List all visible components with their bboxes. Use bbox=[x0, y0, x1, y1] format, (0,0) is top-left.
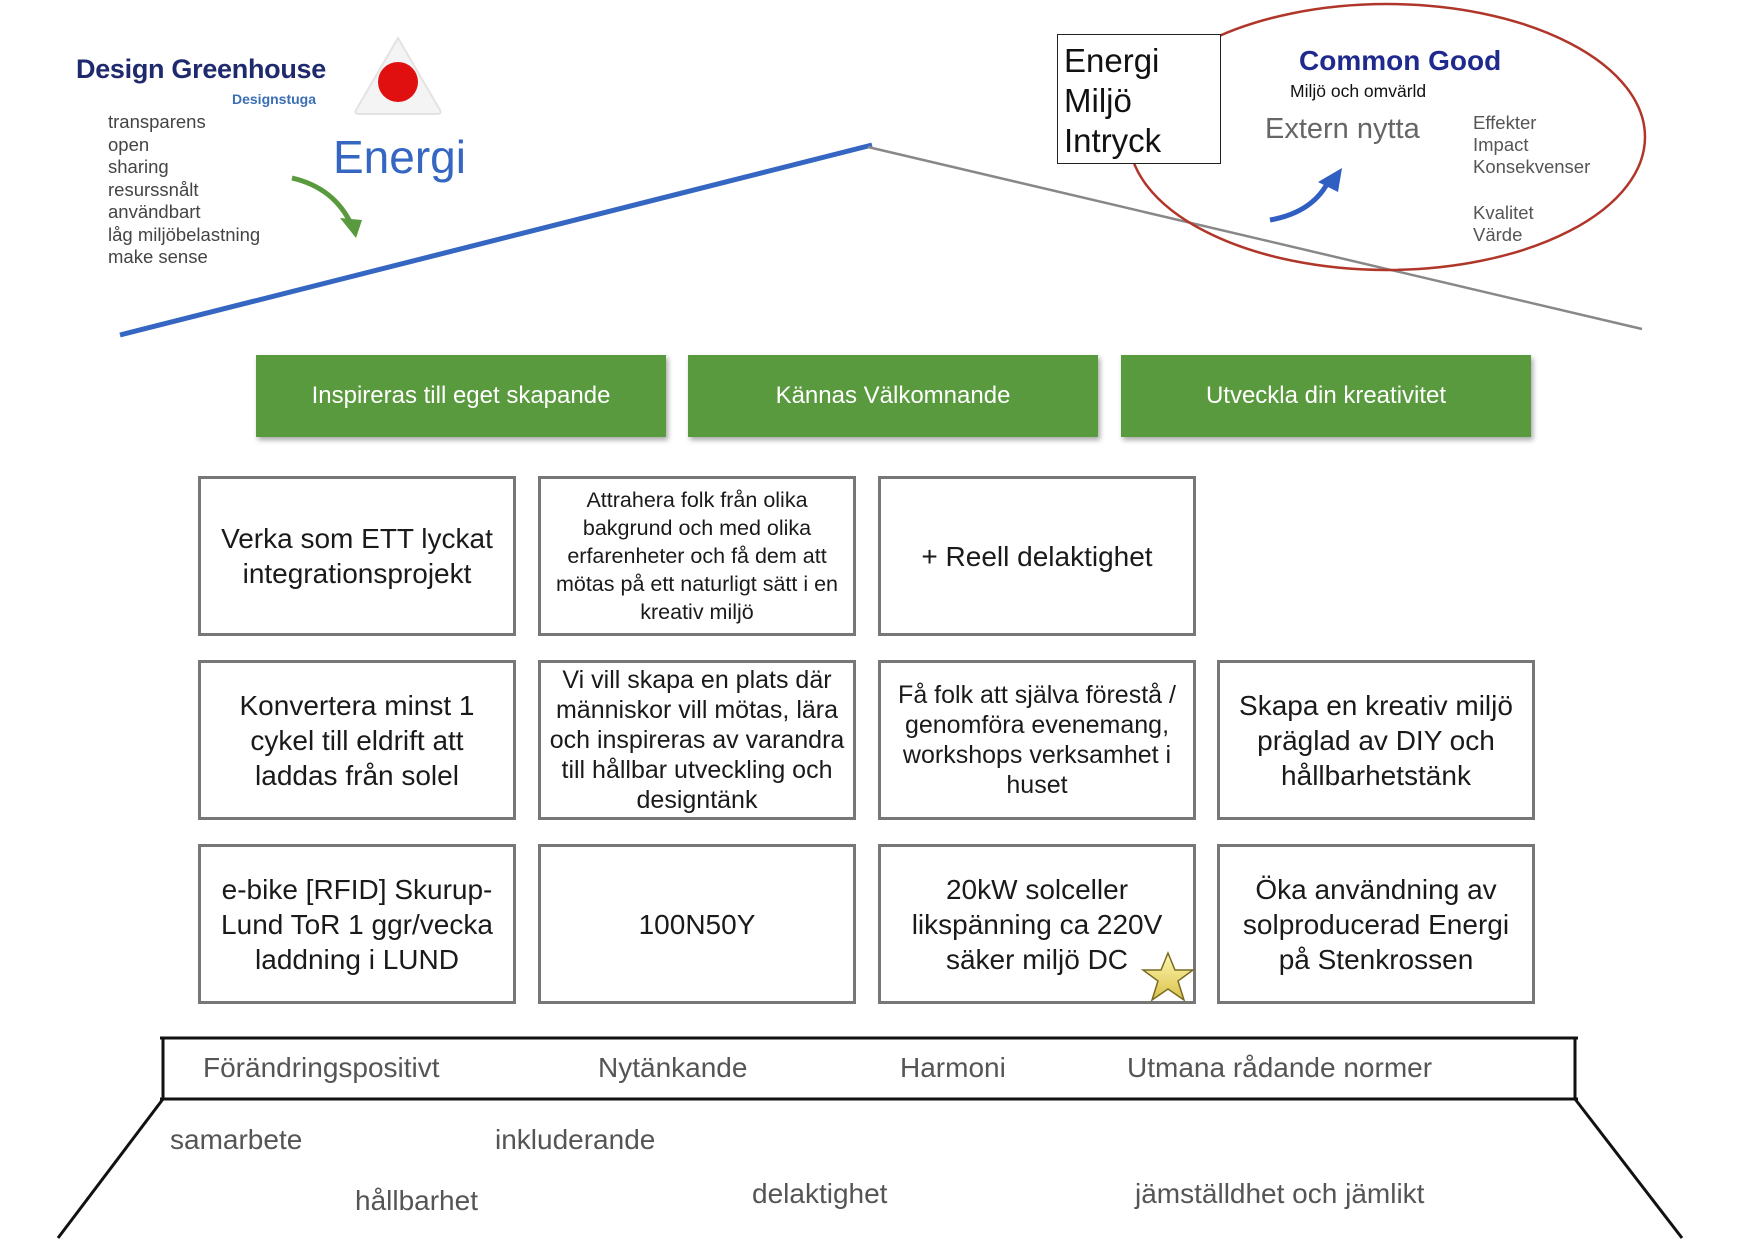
foundation-word: hållbarhet bbox=[355, 1185, 478, 1216]
quality-item: Värde bbox=[1473, 224, 1523, 245]
grid-cell: 100N50Y bbox=[538, 844, 856, 1004]
foundation-word: samarbete bbox=[170, 1124, 303, 1155]
grid-cell: Skapa en kreativ miljö präglad av DIY oc… bbox=[1217, 660, 1535, 820]
grid-cell: Vi vill skapa en plats där människor vil… bbox=[538, 660, 856, 820]
foundation-left-line bbox=[56, 1098, 165, 1239]
roof-right-line bbox=[867, 145, 1643, 331]
roof-left-line bbox=[119, 142, 873, 338]
values-list: transparens open sharing resurssnålt anv… bbox=[108, 111, 260, 269]
grid-cell: Få folk att själva förestå / genomföra e… bbox=[878, 660, 1196, 820]
brand-subtitle: Designstuga bbox=[232, 91, 317, 107]
effects-list: Effekter Impact Konsekvenser bbox=[1473, 112, 1590, 178]
brand-title: Design Greenhouse bbox=[76, 54, 326, 84]
values-list-item: sharing bbox=[108, 156, 169, 177]
values-list-item: open bbox=[108, 133, 150, 155]
grid-cell: Verka som ETT lyckat integrationsprojekt bbox=[198, 476, 516, 636]
roof-box-item: Energi bbox=[1064, 42, 1160, 79]
base-word: Nytänkande bbox=[598, 1052, 748, 1083]
extern-nytta-label: Extern nytta bbox=[1265, 113, 1420, 145]
foundation-word: inkluderande bbox=[495, 1124, 656, 1155]
roof-box: Energi Miljö Intryck bbox=[1057, 34, 1221, 164]
grid-cell: Konvertera minst 1 cykel till eldrift at… bbox=[198, 660, 516, 820]
green-arrow-icon bbox=[291, 175, 355, 228]
blue-arrow-icon bbox=[1269, 176, 1333, 223]
quality-list: Kvalitet Värde bbox=[1473, 202, 1534, 246]
base-word: Utmana rådande normer bbox=[1127, 1052, 1433, 1083]
values-list-item: make sense bbox=[108, 246, 208, 267]
values-list-item: resurssnålt bbox=[108, 178, 199, 200]
goal-valkomnande: Kännas Välkomnande bbox=[688, 355, 1098, 437]
foundation-word: jämställdhet och jämlikt bbox=[1135, 1178, 1425, 1209]
effects-item: Effekter bbox=[1473, 112, 1537, 133]
roof-box-item: Intryck bbox=[1064, 122, 1162, 159]
quality-item: Kvalitet bbox=[1473, 202, 1534, 223]
values-list-item: användbart bbox=[108, 201, 201, 222]
grid-cell: + Reell delaktighet bbox=[878, 476, 1196, 636]
foundation-word: delaktighet bbox=[752, 1178, 888, 1209]
values-list-item: låg miljöbelastning bbox=[108, 223, 261, 245]
values-list-item: transparens bbox=[108, 111, 206, 132]
common-good-title: Common Good bbox=[1299, 45, 1502, 76]
common-good-subtitle: Miljö och omvärld bbox=[1290, 81, 1427, 101]
goal-inspireras: Inspireras till eget skapande bbox=[256, 355, 666, 437]
base-word: Förändringspositivt bbox=[203, 1052, 440, 1083]
energy-label: Energi bbox=[333, 131, 466, 183]
energy-logo-icon bbox=[352, 34, 444, 123]
grid-cell: 20kW solceller likspänning ca 220V säker… bbox=[878, 844, 1196, 1004]
grid-cell: Attrahera folk från olika bakgrund och m… bbox=[538, 476, 856, 636]
goal-kreativitet: Utveckla din kreativitet bbox=[1121, 355, 1531, 437]
effects-item: Konsekvenser bbox=[1473, 156, 1591, 177]
base-word: Harmoni bbox=[900, 1052, 1006, 1083]
roof-box-item: Miljö bbox=[1064, 82, 1132, 119]
star-icon bbox=[1140, 950, 1196, 1009]
grid-cell: e-bike [RFID] Skurup-Lund ToR 1 ggr/veck… bbox=[198, 844, 516, 1004]
effects-item: Impact bbox=[1473, 134, 1529, 155]
foundation-right-line bbox=[1573, 1098, 1684, 1239]
grid-cell: Öka användning av solproducerad Energi p… bbox=[1217, 844, 1535, 1004]
